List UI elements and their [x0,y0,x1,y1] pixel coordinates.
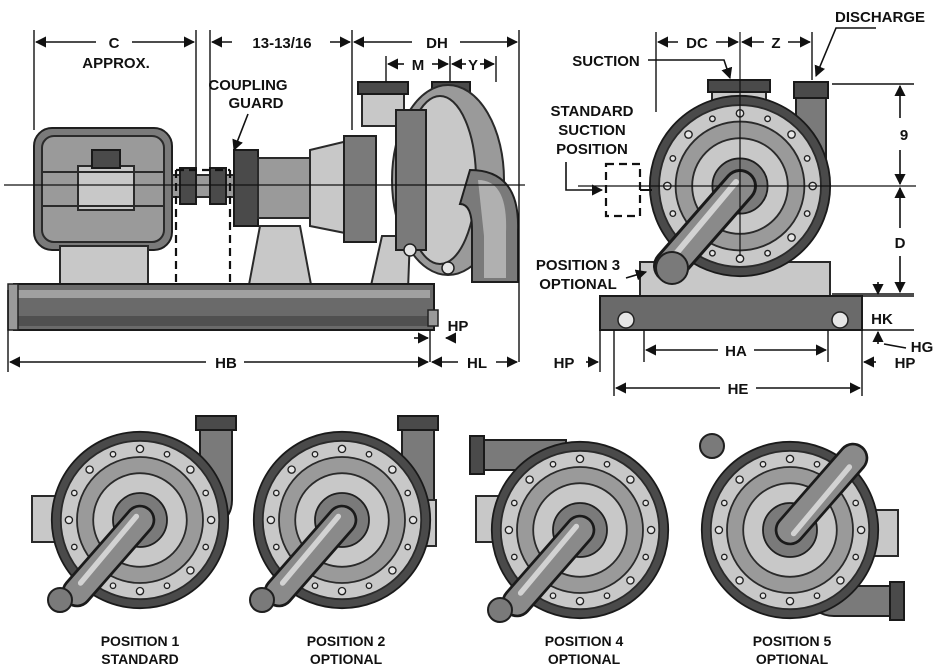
dim-ha-label: HA [725,343,747,360]
motor [33,127,173,285]
std-suction-label-3: POSITION [556,141,628,158]
dim-hg-label: HG [911,339,934,356]
coupling-guard-label-1: COUPLING [208,77,287,94]
discharge-label: DISCHARGE [835,9,925,26]
position-4-title: POSITION 4 [545,633,624,649]
dim-hk-label: HK [871,311,893,328]
dim-m-label: M [412,57,425,74]
std-suction-label-2: SUCTION [558,122,626,139]
std-suction-label-1: STANDARD [550,103,633,120]
position-4-view [469,435,670,623]
position-1-subtitle: STANDARD [101,651,179,667]
dim-hp-side-label: HP [448,318,469,335]
dim-c-note: APPROX. [82,55,150,72]
position-4-subtitle: OPTIONAL [548,651,621,667]
dim-dc-label: DC [686,35,708,52]
side-view: C APPROX. 13-13/16 DH M Y COUPLING GUARD… [4,30,525,372]
position3-label-1: POSITION 3 [536,257,620,274]
standard-suction-outline [604,162,642,218]
end-baseplate [599,295,863,331]
coupling-guard-outline [174,168,232,290]
dim-9-label: 9 [900,127,908,144]
dim-y-label: Y [468,57,478,74]
suction-label: SUCTION [572,53,640,70]
position-5-title: POSITION 5 [753,633,832,649]
dim-dh-label: DH [426,35,448,52]
dim-c-label: C [109,35,120,52]
position-2-view [249,415,439,613]
end-view: DC Z DISCHARGE SUCTION STANDARD SUCTION … [536,9,933,398]
pump-frame [233,135,412,291]
dim-d-label: D [895,235,906,252]
position3-label-2: OPTIONAL [539,276,617,293]
position-1-title: POSITION 1 [101,633,180,649]
dim-he-label: HE [728,381,749,398]
position-2-subtitle: OPTIONAL [310,651,383,667]
coupling-guard-label-2: GUARD [229,95,284,112]
position-5-view [699,433,905,621]
dim-shaft-label: 13-13/16 [252,35,311,52]
baseplate [7,283,439,331]
dim-hl-label: HL [467,355,487,372]
position-5-subtitle: OPTIONAL [756,651,829,667]
dim-z-label: Z [771,35,780,52]
position-2-title: POSITION 2 [307,633,386,649]
dim-hp-right-label: HP [895,355,916,372]
dim-hp-left-label: HP [554,355,575,372]
pump-casing [357,81,520,283]
position-1-view [31,415,237,613]
dim-hb-label: HB [215,355,237,372]
